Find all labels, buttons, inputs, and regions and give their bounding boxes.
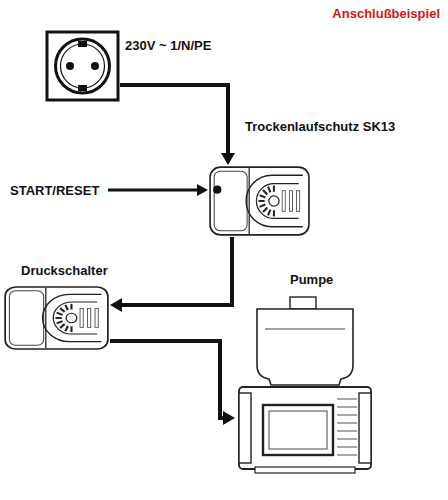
socket-node: 230V ~ 1/N/PE <box>45 30 120 102</box>
diagram-title: Anschlußbeispiel <box>332 6 440 21</box>
device-label: Pumpe <box>290 272 333 287</box>
wire-arrow <box>120 85 235 165</box>
device-label: 230V ~ 1/N/PE <box>125 38 211 53</box>
dry-run-protection-device: Trockenlaufschutz SK13 <box>208 165 311 237</box>
pressure-switch-device: Druckschalter <box>3 285 110 351</box>
wire-arrow <box>110 237 232 312</box>
device-label: Druckschalter <box>21 263 108 278</box>
device-label: Trockenlaufschutz SK13 <box>245 119 395 134</box>
pump-node: Pumpe <box>235 295 375 475</box>
leader-line <box>108 189 198 192</box>
socket-illustration <box>45 30 120 102</box>
device-illustration <box>3 285 110 351</box>
button-label: START/RESET <box>10 183 99 198</box>
wire-arrow <box>110 341 235 425</box>
leader-arrowhead <box>197 184 208 196</box>
device-illustration <box>208 165 311 237</box>
pump-illustration <box>235 295 375 475</box>
